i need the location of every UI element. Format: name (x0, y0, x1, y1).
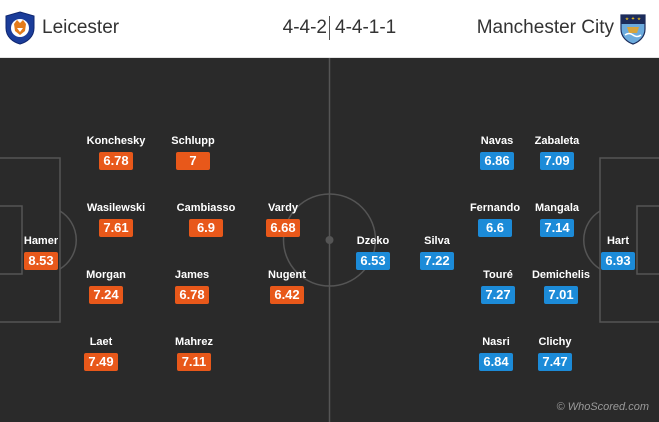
away-team-name[interactable]: Manchester City (476, 17, 614, 38)
away-penalty-box (599, 157, 659, 323)
player-rating: 6.86 (480, 152, 514, 170)
away-penalty-arc (583, 210, 601, 270)
player-rating: 7.27 (481, 286, 515, 304)
player-rating: 6.78 (99, 152, 133, 170)
player-name: Zabaleta (534, 135, 580, 147)
away-formation: 4-4-1-1 (335, 17, 397, 38)
player-name: Demichelis (531, 269, 591, 281)
player-morgan[interactable]: Morgan 7.24 (66, 269, 146, 304)
home-penalty-box (0, 157, 61, 323)
pitch-markings (0, 58, 659, 422)
player-rating: 6.84 (479, 353, 513, 371)
away-goal-box (636, 205, 659, 275)
player-zabaleta[interactable]: Zabaleta 7.09 (517, 135, 597, 170)
player-name: Nasri (482, 336, 510, 348)
player-rating: 8.53 (24, 252, 58, 270)
player-fernando[interactable]: Fernando 6.6 (455, 202, 535, 237)
formation-divider (329, 16, 330, 40)
player-rating: 7.49 (84, 353, 118, 371)
player-nugent[interactable]: Nugent 6.42 (247, 269, 327, 304)
manchester-city-crest-icon[interactable] (616, 11, 650, 45)
player-name: Dzeko (356, 235, 390, 247)
player-rating: 7.47 (538, 353, 572, 371)
home-penalty-arc (59, 210, 77, 270)
player-name: Vardy (268, 202, 298, 214)
player-name: Schlupp (171, 135, 215, 147)
player-rating: 6.53 (356, 252, 390, 270)
player-name: Navas (480, 135, 514, 147)
player-rating: 7 (176, 152, 210, 170)
player-rating: 7.01 (544, 286, 578, 304)
player-name: Hamer (23, 235, 59, 247)
player-dzeko[interactable]: Dzeko 6.53 (333, 235, 413, 270)
player-name: Nugent (268, 269, 306, 281)
player-rating: 7.24 (89, 286, 123, 304)
player-nasri[interactable]: Nasri 6.84 (456, 336, 536, 371)
player-rating: 6.9 (189, 219, 223, 237)
player-rating: 6.93 (601, 252, 635, 270)
player-james[interactable]: James 6.78 (152, 269, 232, 304)
player-konchesky[interactable]: Konchesky 6.78 (76, 135, 156, 170)
player-clichy[interactable]: Clichy 7.47 (515, 336, 595, 371)
player-cambiasso[interactable]: Cambiasso 6.9 (166, 202, 246, 237)
player-name: Mahrez (175, 336, 213, 348)
pitch: Hamer 8.53 Konchesky 6.78 Wasilewski 7.6… (0, 58, 659, 422)
player-hamer[interactable]: Hamer 8.53 (1, 235, 81, 270)
player-name: Mangala (534, 202, 579, 214)
center-spot (325, 236, 334, 244)
player-name: Morgan (86, 269, 126, 281)
player-name: Touré (483, 269, 513, 281)
player-rating: 7.61 (99, 219, 133, 237)
player-name: James (174, 269, 210, 281)
player-rating: 6.68 (266, 219, 300, 237)
player-mangala[interactable]: Mangala 7.14 (517, 202, 597, 237)
player-name: Fernando (469, 202, 521, 214)
player-navas[interactable]: Navas 6.86 (457, 135, 537, 170)
player-laet[interactable]: Laet 7.49 (61, 336, 141, 371)
leicester-fox-crest-icon[interactable] (3, 11, 37, 45)
player-name: Silva (424, 235, 450, 247)
player-name: Wasilewski (86, 202, 146, 214)
center-circle (282, 193, 377, 287)
player-silva[interactable]: Silva 7.22 (397, 235, 477, 270)
player-name: Hart (606, 235, 629, 247)
player-name: Konchesky (86, 135, 146, 147)
player-mahrez[interactable]: Mahrez 7.11 (154, 336, 234, 371)
home-team-name[interactable]: Leicester (42, 17, 120, 38)
player-rating: 6.78 (175, 286, 209, 304)
player-hart[interactable]: Hart 6.93 (578, 235, 658, 270)
player-name: Cambiasso (176, 202, 236, 214)
match-header: Leicester 4-4-2 4-4-1-1 Manchester City (0, 0, 659, 58)
player-name: Clichy (538, 336, 572, 348)
player-schlupp[interactable]: Schlupp 7 (153, 135, 233, 170)
player-rating: 7.14 (540, 219, 574, 237)
home-goal-box (0, 205, 23, 275)
player-name: Laet (89, 336, 113, 348)
player-rating: 7.22 (420, 252, 454, 270)
player-rating: 6.6 (478, 219, 512, 237)
player-rating: 7.09 (540, 152, 574, 170)
player-toure[interactable]: Touré 7.27 (458, 269, 538, 304)
whoscored-watermark: © WhoScored.com (556, 401, 649, 413)
player-rating: 7.11 (177, 353, 211, 371)
player-rating: 6.42 (270, 286, 304, 304)
home-formation: 4-4-2 (282, 17, 327, 38)
player-demichelis[interactable]: Demichelis 7.01 (521, 269, 601, 304)
player-vardy[interactable]: Vardy 6.68 (243, 202, 323, 237)
player-wasilewski[interactable]: Wasilewski 7.61 (76, 202, 156, 237)
